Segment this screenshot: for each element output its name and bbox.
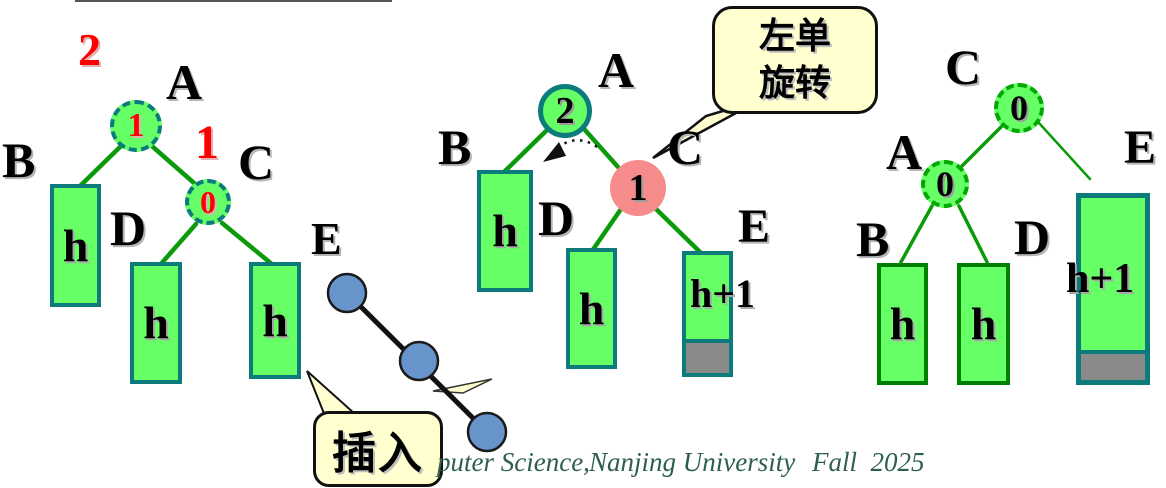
edge-c-e bbox=[219, 220, 276, 268]
rotation-callout-text-line1: 左单 bbox=[758, 15, 831, 57]
insert-callout-text: 插入 bbox=[332, 429, 424, 478]
edge-c-d bbox=[589, 206, 624, 254]
subtree-height: h bbox=[492, 205, 518, 256]
subtree-rect-e-taller bbox=[1076, 193, 1150, 385]
tree-node-a: 2 bbox=[538, 84, 592, 138]
balance-factor-value: 2 bbox=[555, 90, 575, 132]
subtree-b-label: B bbox=[2, 132, 36, 188]
subtree-height: h bbox=[62, 219, 89, 271]
node-c-label: C bbox=[945, 39, 982, 95]
node-c-label: C bbox=[238, 134, 275, 190]
subtree-rect-b: h bbox=[477, 170, 533, 292]
inserted-node-1 bbox=[326, 272, 368, 314]
edge-c-e bbox=[1037, 121, 1092, 181]
edge-a-c bbox=[582, 127, 621, 170]
node-a-label: A bbox=[166, 54, 203, 110]
rotation-callout-text-line2: 旋转 bbox=[758, 62, 831, 103]
subtree-d-label: D bbox=[1014, 209, 1051, 265]
edge-c-e bbox=[652, 205, 705, 257]
edge-a-b bbox=[899, 204, 934, 264]
tree-node-c: 0 bbox=[994, 83, 1044, 133]
subtree-d-label: D bbox=[538, 190, 575, 246]
subtree-rect-b: h bbox=[877, 263, 928, 385]
subtree-d-label: D bbox=[110, 200, 147, 256]
insert-callout-tail bbox=[306, 370, 358, 418]
edge-c-d bbox=[157, 221, 199, 268]
subtree-b-label: B bbox=[438, 119, 472, 175]
insert-callout-bubble: 插入 bbox=[313, 411, 443, 487]
edge-a-c bbox=[150, 144, 197, 186]
footer-text-left: puter Science, bbox=[437, 447, 590, 477]
subtree-rect-e-taller bbox=[682, 251, 733, 377]
tree-node-a: 0 bbox=[921, 160, 969, 208]
subtree-height: h bbox=[889, 298, 916, 349]
balance-factor-value: 0 bbox=[200, 184, 216, 220]
balance-factor-value: 0 bbox=[936, 164, 954, 204]
subtree-b-label: B bbox=[856, 211, 890, 267]
extra-height-strip bbox=[686, 339, 729, 373]
insert-callout-sliver bbox=[432, 378, 493, 394]
subtree-rect-d: h bbox=[566, 248, 617, 369]
inserted-node-3 bbox=[466, 411, 508, 453]
subtree-height: h bbox=[143, 297, 169, 348]
extra-height-strip bbox=[1081, 350, 1145, 380]
subtree-height: h bbox=[578, 282, 605, 334]
top-rule bbox=[75, 0, 392, 2]
subtree-e-label: E bbox=[738, 200, 771, 253]
rotation-callout-bubble: 左单 旋转 bbox=[712, 6, 878, 114]
tree-node-c-unbalanced: 1 bbox=[610, 160, 666, 216]
balance-factor-value: 1 bbox=[628, 167, 648, 209]
inserted-node-2 bbox=[398, 340, 440, 382]
edge-c-a bbox=[960, 125, 1003, 168]
subtree-rect-e: h bbox=[249, 262, 301, 379]
subtree-e-height: h+1 bbox=[690, 271, 756, 316]
node-c-label: C bbox=[667, 119, 704, 175]
rotation-arrow-arc bbox=[552, 139, 598, 153]
balance-factor-value: 1 bbox=[127, 107, 145, 144]
node-a-label: A bbox=[886, 124, 923, 180]
edge-a-b bbox=[76, 144, 123, 190]
new-balance-factor-c: 1 bbox=[195, 116, 219, 169]
edge-a-b bbox=[501, 128, 549, 175]
new-balance-factor-a: 2 bbox=[78, 24, 101, 75]
edge-a-d bbox=[957, 204, 989, 264]
subtree-e-label: E bbox=[1124, 121, 1157, 174]
tree-node-c: 0 bbox=[185, 179, 231, 225]
rotation-arrow-head-icon bbox=[543, 142, 566, 162]
node-a-label: A bbox=[598, 42, 635, 98]
footer-text-term: Fall 2025 bbox=[812, 447, 925, 477]
subtree-rect-b: h bbox=[50, 184, 101, 307]
subtree-height: h bbox=[262, 294, 288, 346]
balance-factor-value: 0 bbox=[1010, 88, 1028, 128]
subtree-e-label: E bbox=[311, 213, 342, 264]
subtree-height: h bbox=[970, 298, 997, 349]
subtree-rect-d: h bbox=[130, 262, 182, 384]
subtree-rect-d: h bbox=[957, 263, 1010, 385]
subtree-e-height: h+1 bbox=[1066, 256, 1135, 302]
footer-text-university: Nanjing University bbox=[589, 447, 796, 477]
tree-node-a: 1 bbox=[110, 100, 162, 152]
